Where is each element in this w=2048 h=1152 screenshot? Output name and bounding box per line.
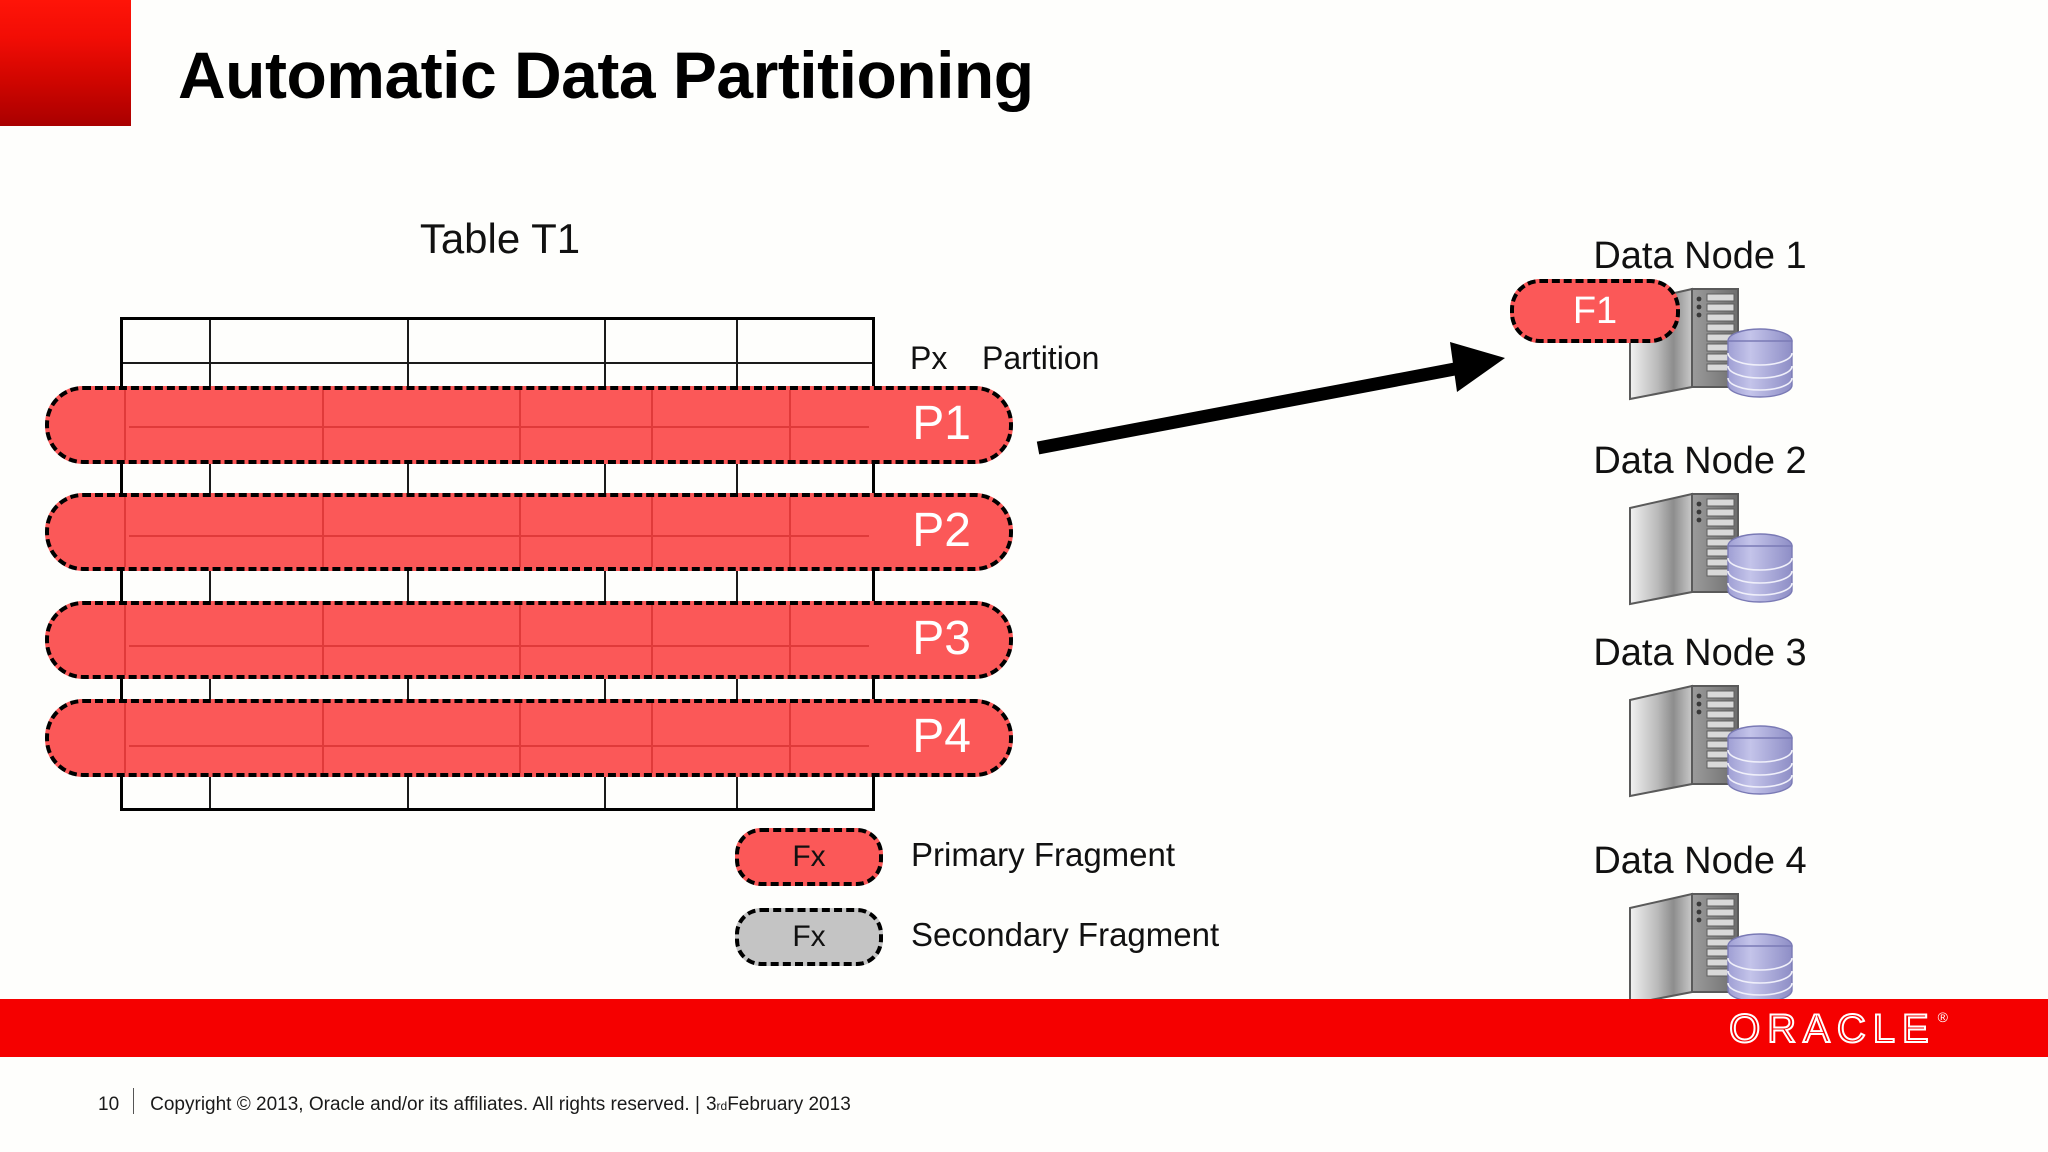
partition-grid-line bbox=[322, 390, 324, 460]
legend-label-primary: Primary Fragment bbox=[911, 836, 1176, 873]
data-node-3-label: Data Node 3 bbox=[1593, 632, 1807, 674]
partition-grid-line bbox=[322, 703, 324, 773]
partition-key-meaning: Partition bbox=[982, 340, 1100, 376]
partition-label: P2 bbox=[912, 504, 971, 558]
data-node-1-label: Data Node 1 bbox=[1593, 235, 1807, 277]
partition-grid-line bbox=[322, 605, 324, 675]
data-node-2-label: Data Node 2 bbox=[1593, 440, 1807, 482]
legend-chip-primary: Fx bbox=[735, 828, 883, 886]
partition-grid-line bbox=[651, 605, 653, 675]
partition-grid-line bbox=[124, 703, 126, 773]
partition-grid-line bbox=[124, 497, 126, 567]
legend-label-secondary: Secondary Fragment bbox=[911, 916, 1220, 953]
footer-date-ordinal: rd bbox=[716, 1099, 728, 1113]
partition-grid-line bbox=[129, 645, 869, 647]
partition-grid-line bbox=[519, 390, 521, 460]
page-number: 10 bbox=[98, 1094, 120, 1115]
flow-arrow-icon bbox=[1036, 342, 1505, 455]
partition-grid-line bbox=[789, 703, 791, 773]
partition-bar-p4[interactable]: P4 bbox=[45, 699, 1013, 777]
page-title: Automatic Data Partitioning bbox=[178, 38, 1034, 112]
partition-grid-line bbox=[789, 497, 791, 567]
server-icon bbox=[1629, 684, 1793, 798]
partition-key-symbol: Px bbox=[910, 340, 948, 376]
legend-chip-secondary: Fx bbox=[735, 908, 883, 966]
partition-grid-line bbox=[124, 390, 126, 460]
partition-grid-line bbox=[789, 390, 791, 460]
copyright-text: Copyright © 2013, Oracle and/or its affi… bbox=[150, 1094, 700, 1115]
footer-brand-bar bbox=[0, 999, 2048, 1057]
partition-label: P3 bbox=[912, 612, 971, 666]
partition-label: P4 bbox=[912, 710, 971, 764]
partition-bar-p3[interactable]: P3 bbox=[45, 601, 1013, 679]
partition-grid-line bbox=[124, 605, 126, 675]
footer-date-rest: February 2013 bbox=[727, 1094, 851, 1115]
oracle-wordmark: ORACLE bbox=[1728, 1007, 1936, 1051]
partition-key-legend: Px Partition bbox=[910, 340, 1099, 377]
table-caption: Table T1 bbox=[419, 215, 581, 262]
oracle-logo: ORACLE ® bbox=[1728, 1007, 1948, 1051]
server-icon bbox=[1629, 492, 1793, 606]
partition-grid-line bbox=[129, 535, 869, 537]
partition-grid-line bbox=[129, 426, 869, 428]
partition-bar-p2[interactable]: P2 bbox=[45, 493, 1013, 571]
footer-date-number: 3 bbox=[705, 1094, 717, 1115]
table-row-divider bbox=[123, 362, 872, 364]
fragment-badge-f1[interactable]: F1 bbox=[1510, 279, 1680, 343]
legend-item-secondary: Fx Secondary Fragment bbox=[735, 908, 1335, 974]
partition-grid-line bbox=[651, 390, 653, 460]
partition-bar-p1[interactable]: P1 bbox=[45, 386, 1013, 464]
partition-grid-line bbox=[519, 703, 521, 773]
footer-divider bbox=[133, 1088, 135, 1114]
partition-grid-line bbox=[651, 497, 653, 567]
partition-label: P1 bbox=[912, 397, 971, 451]
partition-grid-line bbox=[519, 605, 521, 675]
footer-metadata: 10 Copyright © 2013, Oracle and/or its a… bbox=[98, 1084, 851, 1116]
header-accent-block bbox=[0, 0, 131, 126]
partition-grid-line bbox=[129, 745, 869, 747]
server-icon bbox=[1629, 892, 1793, 1006]
registered-trademark-icon: ® bbox=[1937, 1009, 1948, 1025]
data-node-4-label: Data Node 4 bbox=[1593, 840, 1807, 882]
partition-grid-line bbox=[322, 497, 324, 567]
partition-grid-line bbox=[519, 497, 521, 567]
partition-grid-line bbox=[651, 703, 653, 773]
legend-item-primary: Fx Primary Fragment bbox=[735, 828, 1335, 894]
partition-grid-line bbox=[789, 605, 791, 675]
